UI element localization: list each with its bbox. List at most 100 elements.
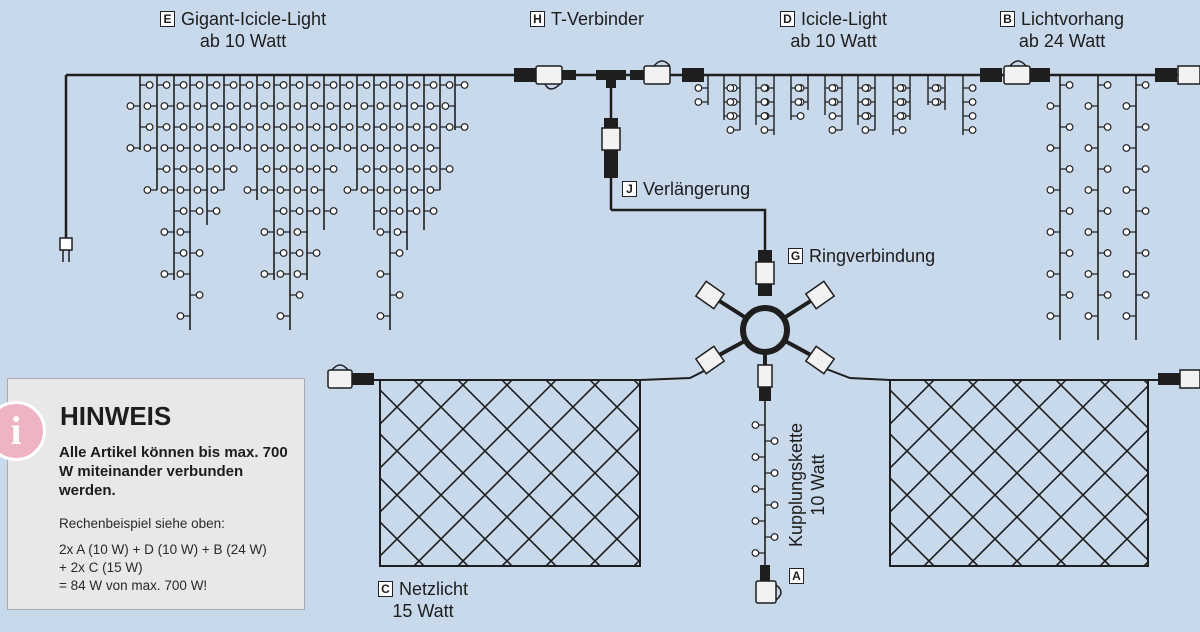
bulb <box>410 186 419 194</box>
bulb <box>445 123 454 131</box>
bulb <box>1103 81 1112 89</box>
bulb <box>162 81 171 89</box>
bulb <box>861 126 870 134</box>
bulb <box>276 312 285 320</box>
net-line <box>890 476 979 566</box>
bulb <box>310 144 319 152</box>
bulb <box>760 112 769 120</box>
bulb <box>176 270 185 278</box>
bulb <box>210 102 219 110</box>
connector-housing <box>327 369 353 389</box>
bulb <box>210 186 219 194</box>
bulb <box>1103 123 1112 131</box>
hint-bold-text: Alle Artikel können bis max. 700 W mitei… <box>59 444 288 499</box>
bulb <box>345 81 354 89</box>
bulb <box>861 84 870 92</box>
bulb <box>276 228 285 236</box>
bulb <box>1122 102 1131 110</box>
bulb <box>1084 144 1093 152</box>
net-line <box>1143 380 1148 386</box>
bulb <box>968 126 977 134</box>
connectors <box>59 60 1200 604</box>
bulb <box>410 102 419 110</box>
bulb <box>245 123 254 131</box>
bulb <box>1084 228 1093 236</box>
bulb <box>312 207 321 215</box>
bulb <box>770 533 779 541</box>
bulb <box>262 81 271 89</box>
bulb <box>393 186 402 194</box>
bulb <box>1141 207 1150 215</box>
bulb <box>160 144 169 152</box>
bulb <box>1046 312 1055 320</box>
connector-housing <box>643 65 671 85</box>
bulb <box>226 144 235 152</box>
bulb <box>295 249 304 257</box>
bulb <box>751 421 760 429</box>
bulb <box>931 98 940 106</box>
bulb <box>176 102 185 110</box>
bulb <box>260 186 269 194</box>
bulb <box>1141 249 1150 257</box>
bulb <box>162 123 171 131</box>
bulb <box>726 112 735 120</box>
bulb <box>243 102 252 110</box>
bulb <box>861 112 870 120</box>
bulb <box>143 144 152 152</box>
net-line <box>413 380 601 566</box>
bulb <box>379 123 388 131</box>
bulb <box>193 102 202 110</box>
bulb <box>212 165 221 173</box>
bulb <box>260 102 269 110</box>
bulb <box>295 291 304 299</box>
bulb <box>1103 291 1112 299</box>
net-line <box>967 380 1148 562</box>
bulb <box>195 207 204 215</box>
bulb <box>226 102 235 110</box>
bulb <box>1084 270 1093 278</box>
bulb <box>828 112 837 120</box>
bulb <box>1065 81 1074 89</box>
bulb <box>360 102 369 110</box>
bulb <box>1122 186 1131 194</box>
bulb <box>861 98 870 106</box>
bulb <box>179 207 188 215</box>
bulb <box>145 123 154 131</box>
net-line <box>380 432 513 566</box>
bulb <box>395 123 404 131</box>
bulb <box>160 228 169 236</box>
bulb <box>726 98 735 106</box>
bulb <box>293 228 302 236</box>
bulb <box>310 102 319 110</box>
bulb <box>126 144 135 152</box>
bulb <box>329 81 338 89</box>
bulb <box>393 144 402 152</box>
bulb <box>179 165 188 173</box>
net-lights <box>379 379 1149 567</box>
bulb <box>1046 186 1055 194</box>
bulb <box>968 84 977 92</box>
connector-plug <box>352 373 374 385</box>
bulb <box>1046 102 1055 110</box>
bulb <box>395 165 404 173</box>
bulb <box>160 186 169 194</box>
hint-box: i HINWEIS Alle Artikel können bis max. 7… <box>0 378 305 610</box>
bulb <box>276 186 285 194</box>
bulb <box>312 81 321 89</box>
bulb <box>295 81 304 89</box>
bulb <box>828 98 837 106</box>
bulb <box>145 81 154 89</box>
bulb <box>260 270 269 278</box>
bulb <box>1103 249 1112 257</box>
bulb <box>426 186 435 194</box>
bulb <box>343 102 352 110</box>
bulb <box>1141 81 1150 89</box>
net-line <box>1055 472 1148 566</box>
hint-example-line2: + 2x C (15 W) <box>59 560 143 575</box>
hint-example-line1: 2x A (10 W) + D (10 W) + B (24 W) <box>59 542 267 557</box>
bulb <box>179 123 188 131</box>
bulb <box>126 102 135 110</box>
bulb <box>195 81 204 89</box>
bulb <box>429 123 438 131</box>
